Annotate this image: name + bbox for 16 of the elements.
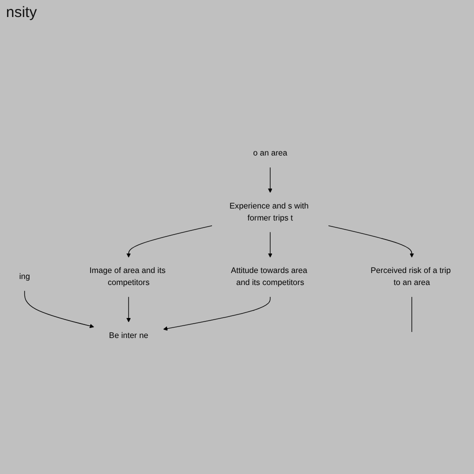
node-text: o an area — [253, 149, 288, 158]
arrow — [126, 296, 131, 323]
node-text: Perceived risk of a trip to an area — [370, 266, 451, 288]
node-text: Experience and s with former trips t — [230, 202, 309, 223]
arrow — [24, 290, 94, 328]
node-text: Attitude towards area and its competitors — [230, 266, 308, 288]
arrow — [268, 167, 272, 194]
arrow — [268, 232, 272, 258]
node-text: ing — [19, 272, 30, 282]
node-text: Image of area and its competitors — [89, 266, 166, 288]
arrow — [163, 296, 271, 332]
arrow — [126, 226, 212, 258]
arrow — [328, 226, 414, 258]
label-text: nsity — [6, 4, 38, 21]
connector — [411, 296, 412, 333]
node-text: Be inter ne — [109, 331, 148, 340]
